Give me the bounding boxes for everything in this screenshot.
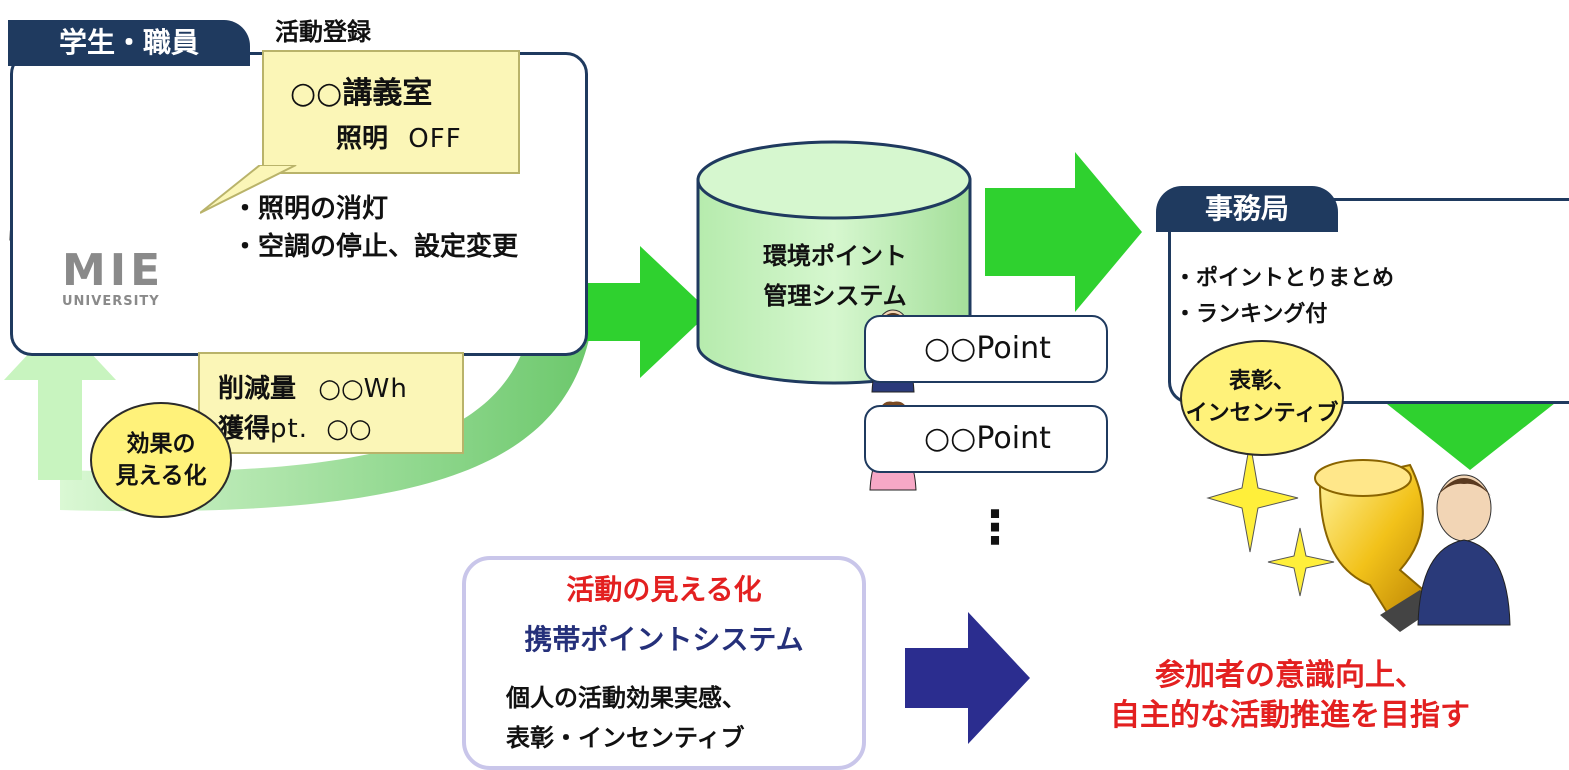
- activity-callout: ○○講義室 照明 OFF: [262, 50, 520, 174]
- info-body-line1: 個人の活動効果実感、: [506, 684, 746, 712]
- office-panel-tab: 事務局: [1156, 186, 1338, 232]
- point-card-2: ○○Point: [864, 405, 1108, 473]
- award-badge-line1: 表彰、: [1228, 369, 1295, 394]
- earned-unit: pt.: [270, 414, 308, 444]
- mie-logo: MIE UNIVERSITY: [62, 245, 165, 310]
- info-box: 活動の見える化 携帯ポイントシステム 個人の活動効果実感、 表彰・インセンティブ: [462, 556, 866, 770]
- point-value-2: ○○Point: [924, 421, 1051, 456]
- arrow-to-system: [556, 246, 710, 378]
- activity-register-label: 活動登録: [275, 18, 371, 46]
- database-cylinder: [696, 140, 972, 385]
- database-label-line1: 環境ポイント: [763, 242, 907, 270]
- award-badge: 表彰、 インセンティブ: [1180, 340, 1344, 456]
- point-card-1: ○○Point: [864, 315, 1108, 383]
- earned-value: ○○: [326, 414, 372, 444]
- goal-line2: 自主的な活動推進を目指す: [1110, 698, 1470, 733]
- point-value-1: ○○Point: [924, 331, 1051, 366]
- office-panel-tab-label: 事務局: [1204, 192, 1289, 225]
- feedback-callout: 削減量 ○○Wh 獲得pt. ○○: [198, 352, 464, 454]
- award-badge-line2: インセンティブ: [1185, 401, 1339, 426]
- callout-light: 照明 OFF: [336, 118, 462, 155]
- reduction-label: 削減量: [218, 374, 297, 404]
- arrow-to-office: [985, 152, 1142, 312]
- goal-line1: 参加者の意識向上、: [1155, 658, 1425, 693]
- info-body-line2: 表彰・インセンティブ: [506, 724, 745, 752]
- return-curve-arrow: [4, 320, 590, 512]
- user-panel-tab-label: 学生・職員: [58, 26, 199, 59]
- earned-line: 獲得pt. ○○: [218, 408, 372, 445]
- visualization-badge-line1: 効果の: [126, 431, 196, 457]
- office-bullet-ranking: ・ランキング付: [1174, 302, 1328, 327]
- reduction-value: ○○: [318, 374, 364, 404]
- info-subtitle: 携帯ポイントシステム: [524, 623, 804, 656]
- callout-light-state: OFF: [408, 124, 462, 154]
- office-bullet-aggregate: ・ポイントとりまとめ: [1174, 266, 1395, 291]
- user-panel-tab: 学生・職員: [8, 20, 250, 66]
- info-title: 活動の見える化: [566, 573, 762, 606]
- callout-light-label: 照明: [336, 124, 389, 154]
- user-bullet-aircon: ・空調の停止、設定変更: [232, 232, 519, 262]
- logo-sub-text: UNIVERSITY: [62, 294, 160, 309]
- reduction-line: 削減量 ○○Wh: [218, 368, 408, 405]
- callout-room: ○○講義室: [290, 76, 433, 111]
- goal-text: 参加者の意識向上、 自主的な活動推進を目指す: [1040, 656, 1540, 736]
- visualization-badge-line2: 見える化: [115, 463, 207, 489]
- database-label: 環境ポイント 管理システム: [730, 236, 940, 316]
- visualization-badge: 効果の 見える化: [90, 402, 232, 518]
- more-points-indicator: ⋮: [972, 500, 1018, 554]
- user-bullet-lights: ・照明の消灯: [232, 194, 389, 224]
- award-person-icon: [1417, 474, 1511, 626]
- reduction-unit: Wh: [363, 374, 408, 404]
- callout-tail: [200, 165, 297, 214]
- arrow-to-goal: [905, 612, 1030, 744]
- logo-main-text: MIE: [62, 245, 165, 296]
- trophy-icon: [1314, 459, 1440, 632]
- database-label-line2: 管理システム: [763, 282, 907, 310]
- sparkle-icons: [1206, 441, 1335, 597]
